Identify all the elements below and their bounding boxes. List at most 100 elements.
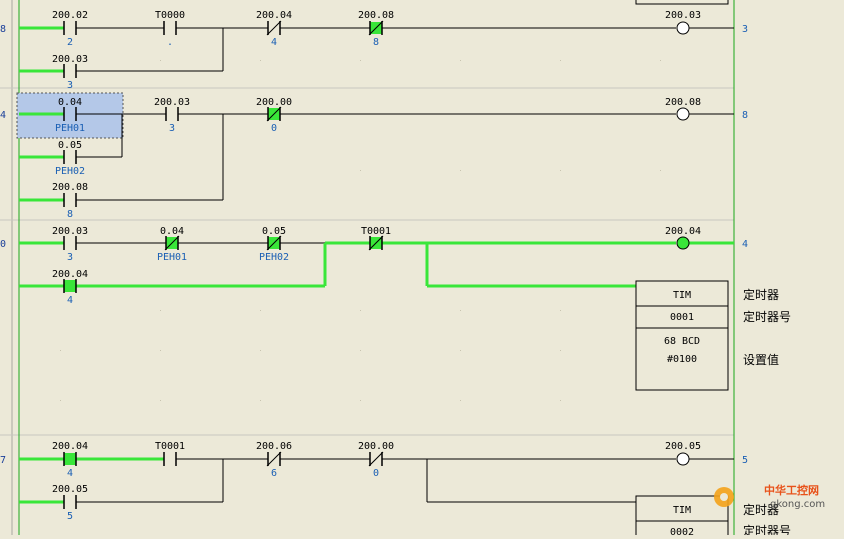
output-coil-active[interactable]: 200.04 4 (665, 226, 748, 250)
contact-no[interactable]: 0.05 PEH02 (55, 140, 85, 177)
rung-a[interactable] (19, 26, 734, 73)
previous-timer-box (635, 0, 729, 5)
timer-block[interactable]: TIM 0001 68 BCD #0100 (635, 280, 729, 391)
contact-address: 0.04 (160, 226, 184, 237)
contact-label: 6 (271, 468, 277, 479)
coil-address: 200.05 (665, 441, 701, 452)
contact-nc-active[interactable]: T0001 (361, 226, 391, 251)
coil-cross-ref: 3 (742, 24, 748, 35)
contact-address: 200.04 (52, 269, 88, 280)
contact-address: 200.06 (256, 441, 292, 452)
output-coil[interactable]: 200.05 5 (665, 441, 748, 466)
contact-label: . (167, 37, 173, 48)
contact-no[interactable]: 0.04 PEH01 (55, 97, 85, 134)
output-coil[interactable]: 200.08 8 (665, 97, 748, 121)
rung-number: 4 (0, 110, 6, 121)
timer-number: 0001 (670, 312, 694, 323)
timer-block[interactable]: TIM 0002 (635, 495, 729, 539)
comment-timer: 定时器 (743, 287, 779, 302)
watermark-title: 中华工控网 (764, 483, 819, 497)
coil-address: 200.08 (665, 97, 701, 108)
rung-b[interactable] (16, 92, 734, 202)
contact-no-active[interactable]: 200.04 4 (52, 269, 88, 306)
contact-nc-active[interactable]: 200.00 0 (256, 97, 292, 134)
contact-no[interactable]: T0001 (155, 441, 185, 466)
contact-address: 200.00 (256, 97, 292, 108)
grid-dots (60, 60, 661, 401)
contact-label: PEH01 (157, 252, 187, 263)
wires (76, 113, 734, 201)
contact-label: 0 (271, 123, 277, 134)
contact-nc[interactable]: 200.00 0 (358, 441, 394, 479)
contact-address: 200.05 (52, 484, 88, 495)
rung-number: 0 (0, 239, 6, 250)
rung-separators (0, 87, 734, 436)
coil-address: 200.03 (665, 10, 701, 21)
contact-label: 0 (373, 468, 379, 479)
contact-address: 0.04 (58, 97, 82, 108)
wires (76, 458, 734, 503)
coil-address: 200.04 (665, 226, 701, 237)
power-flow (19, 457, 164, 504)
comment-set-value: 设置值 (743, 352, 779, 367)
timer-label: TIM (673, 290, 691, 301)
watermark: 中华工控网 gkong.com (714, 483, 825, 510)
contact-no[interactable]: 200.03 3 (52, 226, 88, 263)
contact-address: 200.03 (154, 97, 190, 108)
contact-label: 8 (373, 37, 379, 48)
rung-number-column (0, 0, 12, 535)
output-coil[interactable]: 200.03 3 (665, 10, 748, 35)
contact-address: 200.03 (52, 226, 88, 237)
contact-address: 0.05 (262, 226, 286, 237)
contact-nc[interactable]: 200.06 6 (256, 441, 292, 479)
watermark-url: gkong.com (770, 499, 825, 510)
contact-label: 3 (169, 123, 175, 134)
contact-label: 2 (67, 37, 73, 48)
contact-label: 4 (67, 468, 73, 479)
contact-address: 200.08 (358, 10, 394, 21)
contact-no-active[interactable]: 200.04 4 (52, 441, 88, 479)
contact-label: 3 (67, 80, 73, 91)
rung-number: 7 (0, 455, 6, 466)
contact-label: 8 (67, 209, 73, 220)
rung-c[interactable]: TIM 0001 68 BCD #0100 定时器 定时器号 设置值 (19, 241, 791, 391)
contact-label: 5 (67, 511, 73, 522)
rung-d[interactable]: TIM 0002 定时器 定时器号 (19, 457, 791, 539)
contact-label: PEH02 (259, 252, 289, 263)
contact-address: 200.00 (358, 441, 394, 452)
coil-cross-ref: 4 (742, 239, 748, 250)
contact-address: 200.04 (52, 441, 88, 452)
contact-nc-active[interactable]: 0.05 PEH02 (259, 226, 289, 263)
contact-nc-active[interactable]: 200.08 8 (358, 10, 394, 48)
timer-number: 0002 (670, 527, 694, 535)
contact-no[interactable]: 200.08 8 (52, 182, 88, 220)
contact-address: 0.05 (58, 140, 82, 151)
contact-address: 200.03 (52, 54, 88, 65)
contact-no[interactable]: 200.02 2 (52, 10, 88, 48)
contact-no[interactable]: T0000 . (155, 10, 185, 48)
contact-no[interactable]: 200.05 5 (52, 484, 88, 522)
contact-nc-active[interactable]: 0.04 PEH01 (157, 226, 187, 263)
contact-address: 200.08 (52, 182, 88, 193)
contact-address: 200.02 (52, 10, 88, 21)
contact-address: T0001 (361, 226, 391, 237)
rung-number: 8 (0, 24, 6, 35)
contact-address: T0000 (155, 10, 185, 21)
coil-cross-ref: 8 (742, 110, 748, 121)
contact-address: T0001 (155, 441, 185, 452)
power-flow (19, 112, 64, 202)
contact-label: PEH02 (55, 166, 85, 177)
coil-cross-ref: 5 (742, 455, 748, 466)
contact-no[interactable]: 200.03 3 (52, 54, 88, 91)
comment-timer-number: 定时器号 (743, 309, 791, 324)
power-flow (19, 241, 734, 288)
contact-label: 4 (67, 295, 73, 306)
contact-nc[interactable]: 200.04 4 (256, 10, 292, 48)
contact-label: 3 (67, 252, 73, 263)
contact-no[interactable]: 200.03 3 (154, 97, 190, 134)
contact-address: 200.04 (256, 10, 292, 21)
comment-timer: 定时器 (743, 502, 779, 517)
timer-line3: 68 BCD (664, 336, 700, 347)
timer-label: TIM (673, 505, 691, 516)
